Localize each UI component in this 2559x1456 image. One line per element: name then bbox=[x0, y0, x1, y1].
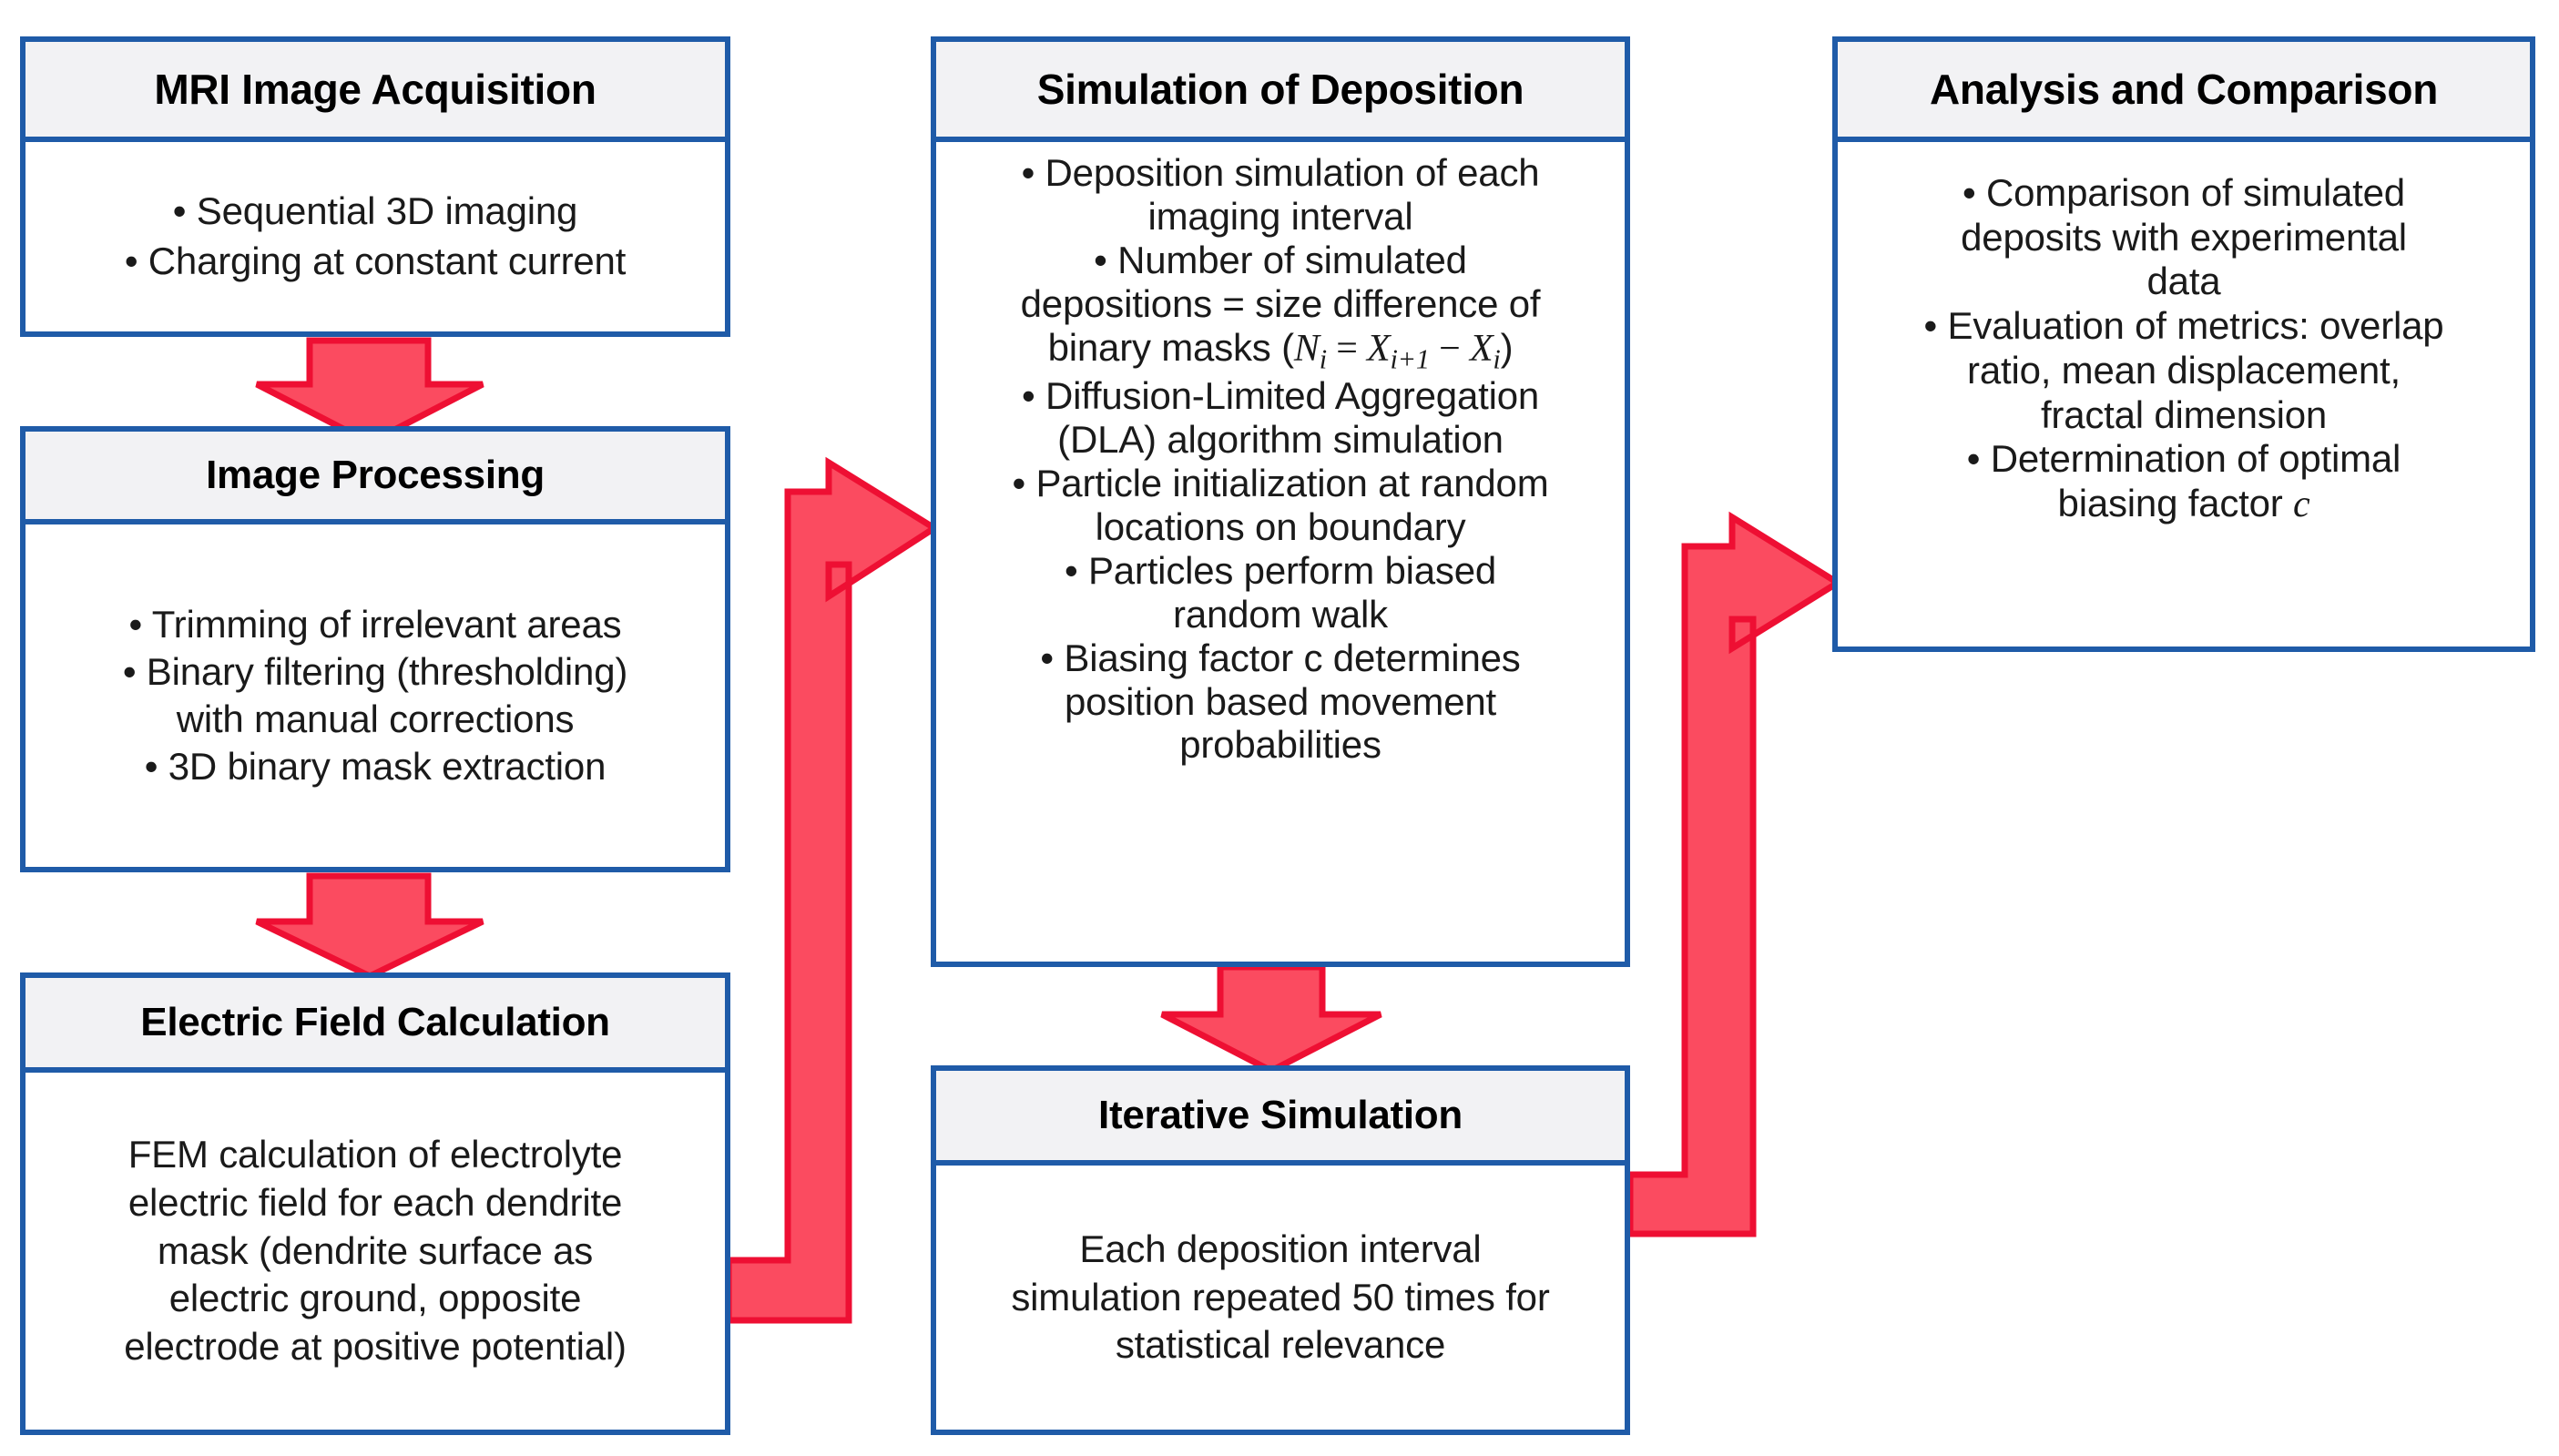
paragraph-line: mask (dendrite surface as bbox=[157, 1228, 594, 1272]
flow-box-mri-image-acquisition: MRI Image Acquisition • Sequential 3D im… bbox=[20, 36, 730, 337]
flow-box-simulation-of-deposition: Simulation of Deposition • Deposition si… bbox=[931, 36, 1630, 967]
bullet-line: • Sequential 3D imaging bbox=[172, 189, 578, 233]
paragraph-line: statistical relevance bbox=[1115, 1323, 1446, 1367]
bullet-line: • Number of simulated bbox=[1094, 238, 1467, 281]
paragraph-line: electric ground, opposite bbox=[168, 1277, 582, 1320]
flow-box-body-simulation-of-deposition: • Deposition simulation of each imaging … bbox=[936, 142, 1625, 962]
bullet-line-cont: random walk bbox=[1173, 592, 1388, 636]
formula-lhs-sub: i bbox=[1319, 342, 1327, 374]
bullet-line: • Trimming of irrelevant areas bbox=[128, 602, 622, 646]
bullet-line-cont: deposits with experimental bbox=[1961, 215, 2407, 259]
formula-minus: − bbox=[1439, 327, 1461, 370]
bullet-line-cont: imaging interval bbox=[1147, 194, 1413, 238]
flow-box-body-iterative-simulation: Each deposition interval simulation repe… bbox=[936, 1166, 1625, 1430]
paragraph-line: simulation repeated 50 times for bbox=[1011, 1275, 1550, 1319]
flow-box-image-processing: Image Processing • Trimming of irrelevan… bbox=[20, 426, 730, 872]
bullet-line: • Deposition simulation of each bbox=[1021, 151, 1540, 194]
flow-box-title-simulation-of-deposition: Simulation of Deposition bbox=[936, 42, 1625, 142]
paragraph-line: electric field for each dendrite bbox=[127, 1180, 623, 1224]
flow-box-title-iterative-simulation: Iterative Simulation bbox=[936, 1071, 1625, 1166]
paragraph-line: electrode at positive potential) bbox=[124, 1325, 627, 1369]
flow-box-title-image-processing: Image Processing bbox=[25, 432, 725, 524]
arrow-electric-field-to-simulation bbox=[725, 456, 941, 1324]
bullet-line-cont: ratio, mean displacement, bbox=[1967, 348, 2401, 392]
bullet-line-cont: biasing factor c bbox=[1850, 482, 2517, 527]
flow-box-body-electric-field: FEM calculation of electrolyte electric … bbox=[25, 1073, 725, 1430]
formula-suffix: ) bbox=[1500, 325, 1514, 369]
bullet-line: • Particle initialization at random bbox=[1012, 462, 1549, 505]
flow-box-title-analysis-and-comparison: Analysis and Comparison bbox=[1838, 42, 2530, 142]
formula-rhs2-sub: i bbox=[1493, 342, 1501, 374]
arrow-iterative-to-analysis bbox=[1626, 511, 1844, 1237]
flow-box-title-mri: MRI Image Acquisition bbox=[25, 42, 725, 142]
formula-space3 bbox=[1461, 328, 1470, 370]
formula-rhs2-var: X bbox=[1469, 327, 1494, 370]
bullet-line: • Biasing factor c determines bbox=[1040, 636, 1521, 679]
bullet-line-cont: probabilities bbox=[1179, 723, 1381, 767]
bullet-line: • 3D binary mask extraction bbox=[144, 745, 607, 789]
bullet-line-cont: depositions = size difference of bbox=[1020, 281, 1541, 325]
bullet-line: • Binary filtering (thresholding) bbox=[122, 649, 628, 693]
analysis-last-line-text: biasing factor bbox=[2057, 482, 2294, 525]
formula-equals-glyph: = bbox=[1336, 327, 1358, 370]
bullet-line-cont: position based movement bbox=[1064, 679, 1496, 723]
formula-line: binary masks (Ni = Xi+1 − Xi) bbox=[949, 326, 1612, 375]
formula-rhs1-var: X bbox=[1367, 327, 1391, 370]
bullet-line: • Diffusion-Limited Aggregation bbox=[1021, 374, 1540, 418]
arrow-image-processing-to-electric-field bbox=[255, 872, 484, 980]
flow-box-body-mri: • Sequential 3D imaging • Charging at co… bbox=[25, 142, 725, 331]
bullet-line-cont: with manual corrections bbox=[176, 697, 575, 740]
flow-box-title-electric-field: Electric Field Calculation bbox=[25, 978, 725, 1073]
bullet-line: • Comparison of simulated bbox=[1963, 171, 2405, 214]
bullet-line: • Particles perform biased bbox=[1064, 548, 1497, 592]
formula-space bbox=[1358, 328, 1367, 370]
formula-space2 bbox=[1430, 328, 1439, 370]
paragraph-line: FEM calculation of electrolyte bbox=[127, 1132, 623, 1176]
bullet-line-cont: fractal dimension bbox=[2040, 392, 2328, 436]
paragraph-line: Each deposition interval bbox=[1079, 1227, 1482, 1270]
analysis-biasing-factor-symbol: c bbox=[2293, 484, 2310, 526]
formula-equals bbox=[1327, 328, 1336, 370]
flow-box-iterative-simulation: Iterative Simulation Each deposition int… bbox=[931, 1065, 1630, 1435]
flow-box-body-image-processing: • Trimming of irrelevant areas • Binary … bbox=[25, 524, 725, 867]
flow-box-body-analysis-and-comparison: • Comparison of simulated deposits with … bbox=[1838, 142, 2530, 647]
bullet-line: • Determination of optimal bbox=[1966, 437, 2401, 481]
bullet-line: • Charging at constant current bbox=[124, 239, 627, 282]
bullet-line-cont: locations on boundary bbox=[1095, 505, 1466, 549]
arrow-simulation-to-iterative bbox=[1160, 963, 1382, 1074]
formula-rhs1-sub: i+1 bbox=[1390, 342, 1430, 374]
flow-box-analysis-and-comparison: Analysis and Comparison • Comparison of … bbox=[1832, 36, 2535, 652]
flow-box-electric-field-calculation: Electric Field Calculation FEM calculati… bbox=[20, 972, 730, 1435]
bullet-line-cont: data bbox=[2146, 260, 2221, 303]
formula-lhs-var: N bbox=[1293, 327, 1320, 370]
bullet-line: • Evaluation of metrics: overlap bbox=[1923, 304, 2444, 348]
bullet-line-cont: (DLA) algorithm simulation bbox=[1057, 418, 1504, 462]
formula-prefix: binary masks ( bbox=[1047, 325, 1294, 369]
